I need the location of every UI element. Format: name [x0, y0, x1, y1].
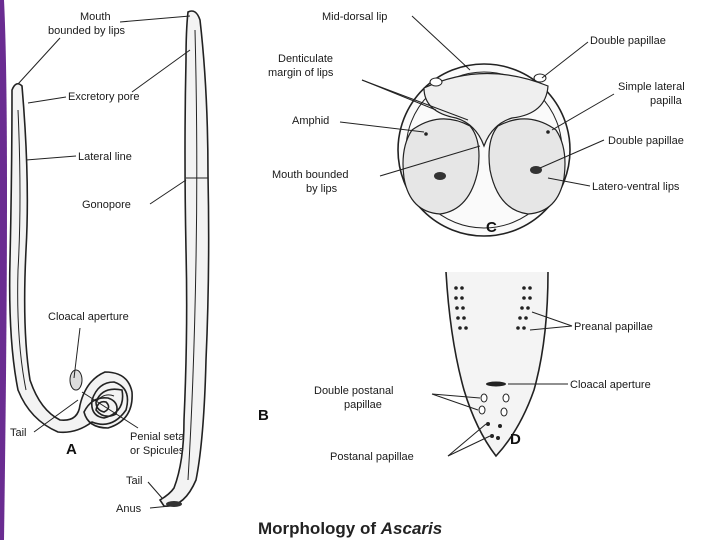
label-b-anus: Anus: [116, 503, 142, 515]
caption-genus: Ascaris: [380, 519, 442, 538]
label-c-latero-ventral: Latero-ventral lips: [592, 181, 680, 193]
label-c-simple-lateral-1: Simple lateral: [618, 81, 685, 93]
double-papilla-dorsal-left: [430, 78, 442, 86]
label-c-amphid: Amphid: [292, 115, 329, 127]
label-c-double-papillae-top: Double papillae: [590, 35, 666, 47]
figure-c-lips: Mid-dorsal lip Double papillae Denticula…: [268, 11, 685, 236]
accent-bar: [0, 0, 7, 540]
label-d-double-postanal-1: Double postanal: [314, 385, 394, 397]
label-c-double-papillae-right: Double papillae: [608, 135, 684, 147]
simple-lateral-papilla-dot: [546, 130, 550, 134]
leader-b-gonopore: [150, 180, 186, 204]
double-papilla-ventral-left: [434, 172, 446, 180]
label-b-lateral-line: Lateral line: [78, 151, 132, 163]
label-c-simple-lateral-2: papilla: [650, 95, 683, 107]
label-a-cloacal-aperture: Cloacal aperture: [48, 311, 129, 323]
label-a-tail: Tail: [10, 427, 27, 439]
leader-b-anus: [150, 506, 170, 508]
label-a-penial-setae-2: or Spicules: [130, 445, 185, 457]
cloacal-aperture-d: [486, 382, 506, 387]
figure-letter-a: A: [66, 441, 77, 458]
figure-letter-b: B: [258, 407, 269, 424]
leader-b-tail: [148, 482, 162, 498]
leader-d-postanal-a: [448, 424, 486, 456]
label-b-mouth-1: Mouth: [80, 11, 111, 23]
double-papilla-ventral-right: [530, 166, 542, 174]
leader-d-postanal-b: [448, 436, 490, 456]
figure-letter-c: C: [486, 219, 497, 236]
figure-a-male-worm: Tail Cloacal aperture Penial setae or Sp…: [10, 84, 191, 458]
leader-c-mid-dorsal: [412, 16, 470, 70]
leader-c-double-papillae-top: [542, 42, 588, 78]
caption-prefix: Morphology of: [258, 519, 381, 538]
leader-b-mouth: [120, 16, 190, 22]
label-a-penial-setae-1: Penial setae: [130, 431, 191, 443]
label-d-cloacal-aperture: Cloacal aperture: [570, 379, 651, 391]
leader-b-mouth-a: [18, 38, 60, 84]
label-b-tail: Tail: [126, 475, 143, 487]
label-c-denticulate-2: margin of lips: [268, 67, 334, 79]
label-c-mid-dorsal-lip: Mid-dorsal lip: [322, 11, 387, 23]
label-c-mouth-1: Mouth bounded: [272, 169, 348, 181]
label-b-excretory-pore: Excretory pore: [68, 91, 140, 103]
label-d-postanal: Postanal papillae: [330, 451, 414, 463]
label-c-denticulate-1: Denticulate: [278, 53, 333, 65]
double-papilla-dorsal-right: [534, 74, 546, 82]
leader-b-lateral-line: [26, 156, 76, 160]
figure-caption: Morphology of Ascaris: [258, 519, 442, 538]
label-c-mouth-2: by lips: [306, 183, 338, 195]
figure-letter-d: D: [510, 431, 521, 448]
label-b-gonopore: Gonopore: [82, 199, 131, 211]
leader-b-excretory-pore: [28, 97, 66, 103]
label-d-double-postanal-2: papillae: [344, 399, 382, 411]
male-cloacal-aperture-mark: [70, 370, 82, 390]
figure-d-male-tail: Preanal papillae Cloacal aperture Double…: [314, 272, 653, 463]
label-b-mouth-2: bounded by lips: [48, 25, 126, 37]
amphid-dot: [424, 132, 428, 136]
leader-b-excretory-pore-b: [132, 50, 190, 92]
label-d-preanal: Preanal papillae: [574, 321, 653, 333]
